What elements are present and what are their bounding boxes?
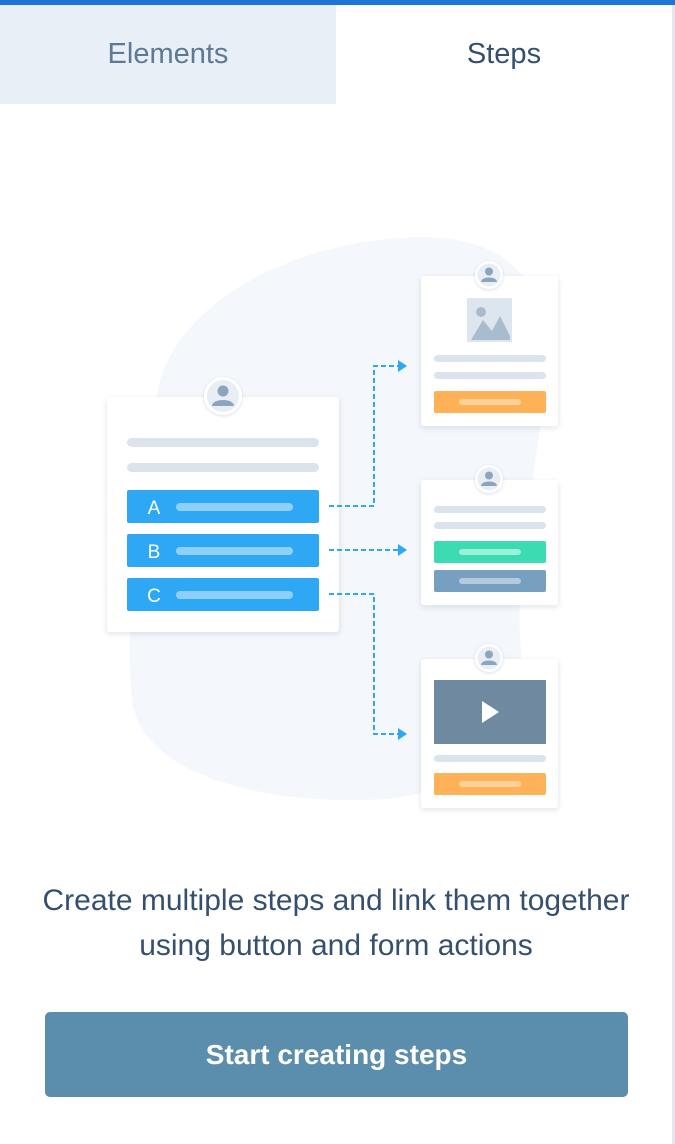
option-c-label: C (147, 586, 161, 607)
arrow-a-icon (398, 360, 407, 372)
panel-tabs: Elements Steps (0, 5, 672, 104)
panel-right-border (672, 5, 675, 1144)
steps-description: Create multiple steps and link them toge… (42, 884, 630, 962)
step-card-image-avatar-icon (475, 261, 503, 289)
step-card-form-avatar-icon (475, 465, 503, 493)
option-a-label: A (148, 498, 161, 519)
top-accent-bar (0, 0, 675, 5)
step-card-form (421, 465, 558, 605)
step-card-image (421, 261, 558, 426)
connector-a (329, 365, 399, 507)
play-icon (482, 701, 499, 723)
steps-illustration: A B C (107, 237, 558, 808)
arrow-c-icon (398, 728, 407, 740)
option-c-button: C (127, 578, 319, 611)
main-card-avatar-icon (204, 377, 242, 415)
option-b-label: B (148, 542, 161, 563)
image-placeholder-icon (467, 298, 512, 342)
tab-steps[interactable]: Steps (336, 5, 672, 104)
step-card-video (421, 644, 558, 808)
option-b-button: B (127, 534, 319, 567)
connector-c (329, 593, 399, 735)
option-a-button: A (127, 490, 319, 523)
start-creating-steps-button[interactable]: Start creating steps (45, 1012, 628, 1097)
step-card-video-avatar-icon (475, 644, 503, 672)
tab-elements[interactable]: Elements (0, 5, 336, 104)
arrow-b-icon (398, 544, 407, 556)
main-step-card: A B C (107, 377, 339, 632)
